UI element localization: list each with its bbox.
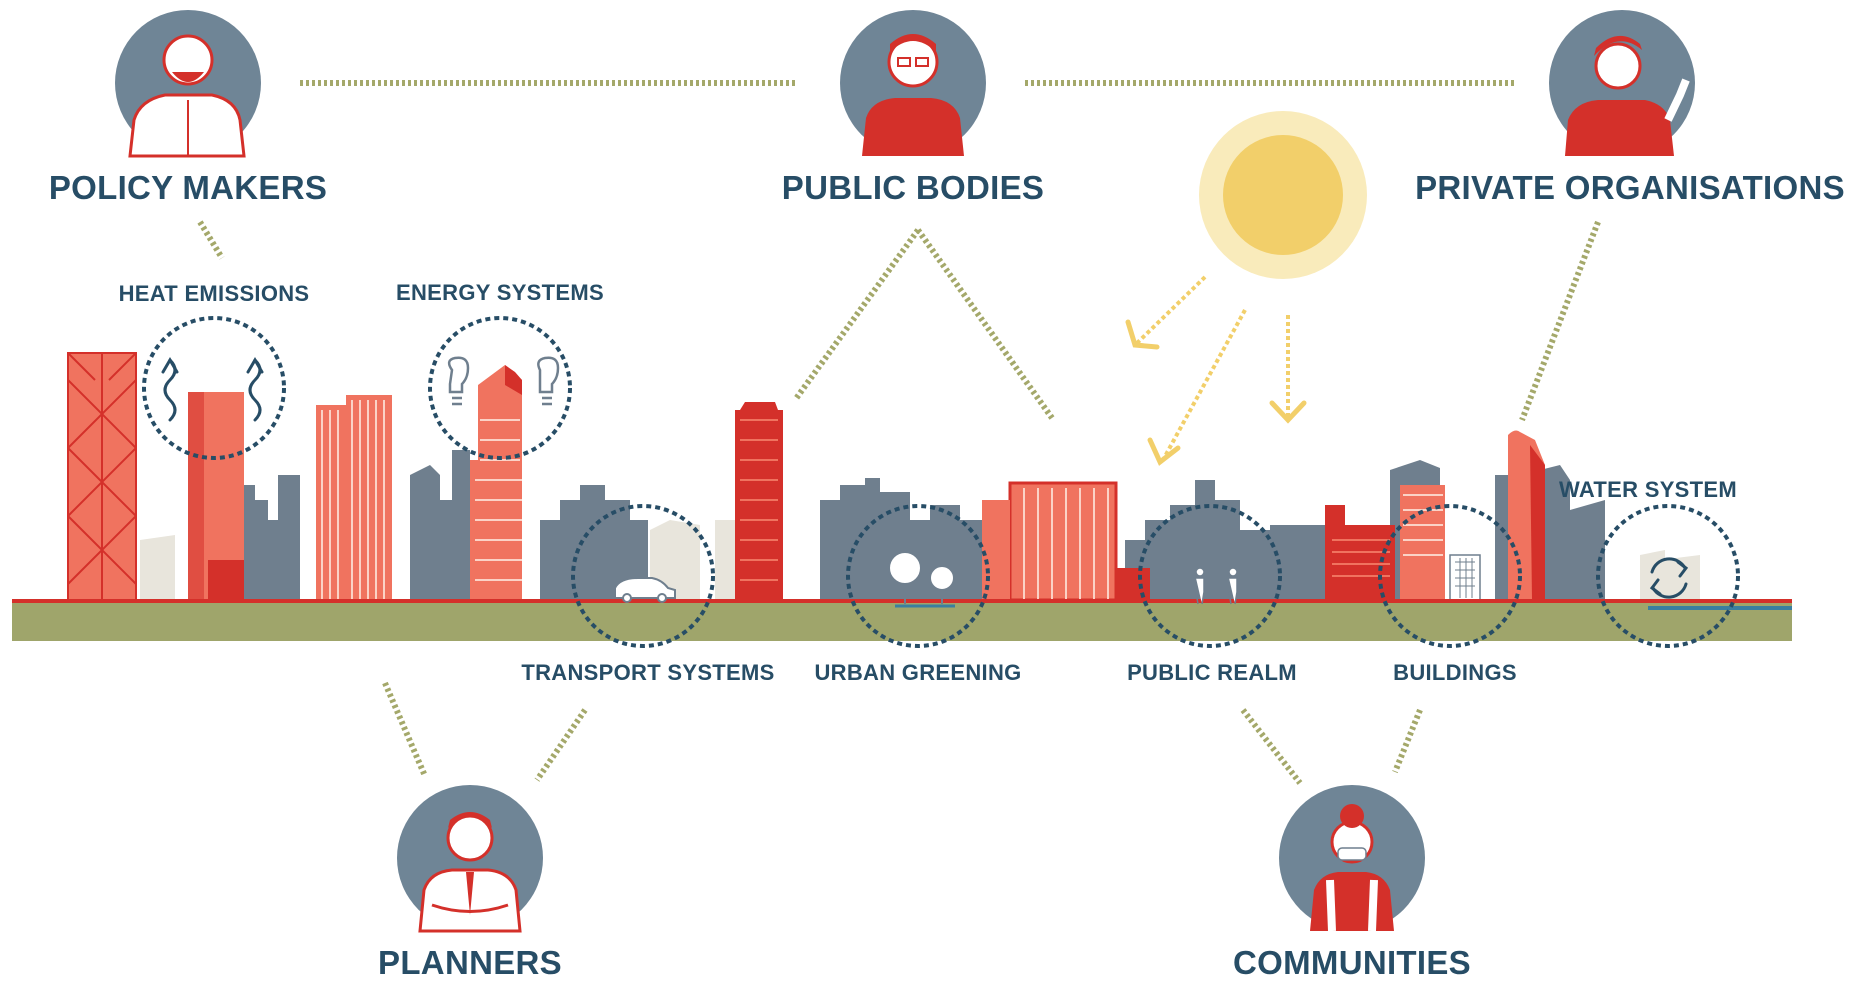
connector-public-transport xyxy=(792,228,921,402)
label-public-bodies: PUBLIC BODIES xyxy=(781,169,1045,206)
label-transport-systems: TRANSPORT SYSTEMS xyxy=(521,660,775,685)
label-public-realm: PUBLIC REALM xyxy=(1127,660,1297,685)
water-cycle-icon xyxy=(1649,557,1689,599)
heat-wave-icon xyxy=(161,357,264,422)
public-realm-circle xyxy=(1138,504,1282,648)
label-private-organisations: PRIVATE ORGANISATIONS xyxy=(1415,169,1845,206)
connector-communities-realm xyxy=(1240,708,1303,785)
label-urban-greening: URBAN GREENING xyxy=(814,660,1022,685)
building-icon xyxy=(1449,554,1481,601)
label-water-system: WATER SYSTEM xyxy=(1559,477,1737,502)
label-policy-makers: POLICY MAKERS xyxy=(48,169,328,206)
connector-planners-transport-2 xyxy=(534,708,588,782)
public-body-avatar-icon xyxy=(840,10,986,156)
connector-communities-buildings xyxy=(1392,708,1423,774)
energy-systems-circle xyxy=(428,316,572,460)
urban-greening-circle xyxy=(846,504,990,648)
buildings-circle xyxy=(1378,504,1522,648)
label-heat-emissions: HEAT EMISSIONS xyxy=(118,281,310,306)
connector-private-buildings xyxy=(1519,220,1601,422)
label-energy-systems: ENERGY SYSTEMS xyxy=(396,280,604,305)
tower-spire xyxy=(470,365,522,600)
water-system-circle xyxy=(1596,504,1740,648)
private-organisation-avatar-icon xyxy=(1549,10,1695,156)
block-salmon-grid xyxy=(982,481,1150,602)
community-avatar-icon xyxy=(1279,785,1425,932)
sun-ray-arrowheads xyxy=(1125,319,1307,466)
tower-striped xyxy=(316,395,392,600)
tree-icon xyxy=(888,551,955,608)
connector-policy-heat xyxy=(197,220,225,260)
connector-lines xyxy=(197,80,1601,785)
light-bulb-icon xyxy=(447,356,560,406)
planner-avatar-icon xyxy=(397,785,543,933)
tower-tall-red xyxy=(735,402,783,600)
sun-rays xyxy=(1133,275,1290,461)
tower-cylinder xyxy=(188,392,244,600)
skyline-buildings-red xyxy=(67,352,1545,602)
connector-public-greening xyxy=(915,228,1055,420)
tower-lattice xyxy=(67,352,137,601)
label-buildings: BUILDINGS xyxy=(1393,660,1517,685)
connector-planners-transport xyxy=(382,681,428,778)
car-icon xyxy=(614,577,676,603)
transport-systems-circle xyxy=(571,504,715,648)
policy-maker-avatar-icon xyxy=(115,10,261,158)
heat-emissions-circle xyxy=(142,316,286,460)
label-planners: PLANNERS xyxy=(378,944,562,981)
system-circles xyxy=(142,316,1740,648)
block-red-cluster xyxy=(1325,485,1445,600)
tower-curved xyxy=(1508,430,1545,600)
sun-icon xyxy=(1199,111,1367,279)
label-communities: COMMUNITIES xyxy=(1233,944,1471,981)
pedestrian-icon xyxy=(1195,567,1238,605)
